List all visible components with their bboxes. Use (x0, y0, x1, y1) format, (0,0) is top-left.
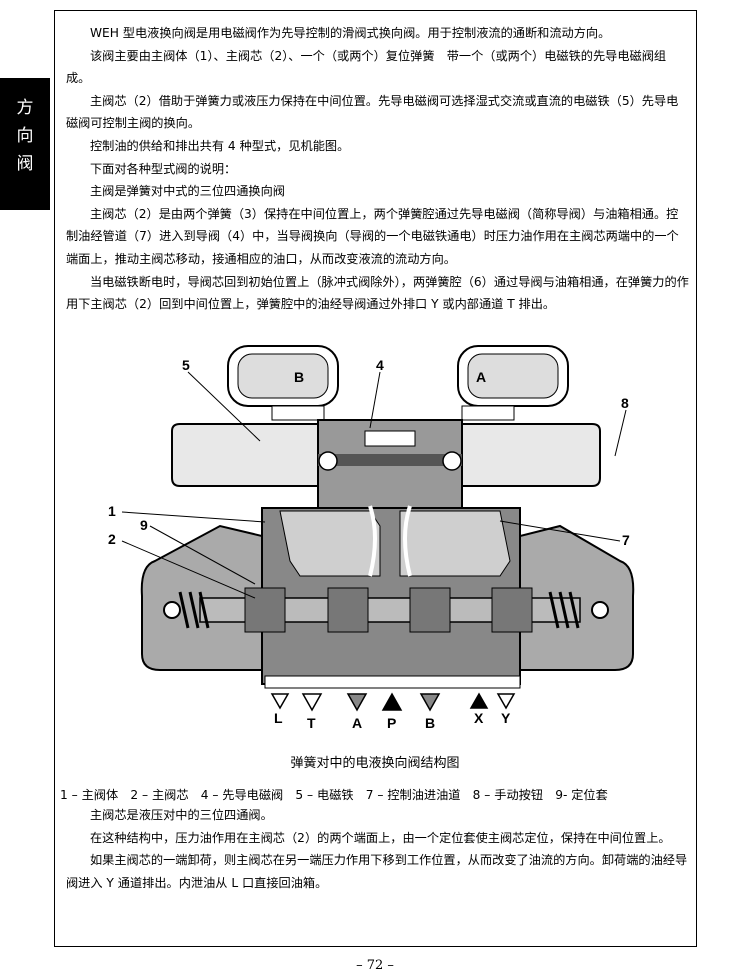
pilot-solenoid-left (227, 345, 339, 421)
section-tab: 方 向 阀 (0, 78, 50, 210)
pilot-solenoid-right (457, 345, 569, 421)
paragraph: 主阀芯（2）借助于弹簧力或液压力保持在中间位置。先导电磁阀可选择湿式交流或直流的… (66, 93, 679, 131)
paragraph: WEH 型电液换向阀是用电磁阀作为先导控制的滑阀式换向阀。用于控制液流的通断和流… (90, 26, 611, 40)
paragraph: 主阀是弹簧对中式的三位四通换向阀 (90, 184, 285, 199)
port-label: A (352, 715, 362, 731)
paragraph: 下面对各种型式阀的说明： (90, 161, 237, 176)
port-label: T (307, 715, 316, 731)
paragraph: 在这种结构中，压力油作用在主阀芯（2）的两个端面上，由一个定位套使主阀芯定位，保… (90, 830, 671, 845)
port-label: L (274, 710, 283, 726)
section-tab-char: 向 (16, 126, 34, 146)
port-label: P (387, 715, 396, 731)
paragraph: 当电磁铁断电时，导阀芯回到初始位置上（脉冲式阀除外），两弹簧腔（6）通过导阀与油… (66, 274, 689, 312)
port-markers (270, 692, 516, 712)
callout-leaders (121, 371, 627, 599)
figure-caption: 弹簧对中的电液换向阀结构图 (290, 756, 460, 771)
section-tab-char: 方 (16, 98, 34, 118)
coil-label: A (476, 369, 486, 385)
pilot-valve-body (171, 419, 601, 511)
main-spool (163, 587, 609, 633)
callout-label: 1 (108, 503, 116, 519)
port-label: X (474, 710, 484, 726)
coil-label: B (294, 369, 304, 385)
callout-label: 2 (108, 531, 116, 547)
port-plate (264, 675, 521, 689)
closing-text: 主阀芯是液压对中的三位四通阀。 在这种结构中，压力油作用在主阀芯（2）的两个端面… (66, 804, 690, 894)
paragraph: 该阀主要由主阀体（1）、主阀芯（2）、一个（或两个）复位弹簧 带一个（或两个）电… (66, 48, 667, 86)
paragraph: 如果主阀芯的一端卸荷，则主阀芯在另一端压力作用下移到工作位置，从而改变了油流的方… (66, 853, 688, 890)
valve-structure-diagram: 5 4 8 1 9 2 7 B A L T A P B X Y (108, 345, 635, 731)
callout-label: 8 (621, 395, 629, 411)
paragraph: 控制油的供给和排出共有 4 种型式，见机能图。 (90, 138, 350, 153)
figure-legend: 1 – 主阀体 2 – 主阀芯 4 – 先导电磁阀 5 – 电磁铁 7 – 控制… (60, 788, 608, 802)
callout-label: 4 (376, 357, 384, 373)
port-label: B (425, 715, 435, 731)
paragraph: 主阀芯是液压对中的三位四通阀。 (90, 808, 273, 822)
callout-label: 7 (622, 532, 630, 548)
paragraph: 主阀芯（2）是由两个弹簧（3）保持在中间位置上，两个弹簧腔通过先导电磁阀（简称导… (66, 206, 679, 266)
page-frame (54, 10, 697, 947)
section-tab-char: 阀 (16, 154, 34, 174)
intro-text: WEH 型电液换向阀是用电磁阀作为先导控制的滑阀式换向阀。用于控制液流的通断和流… (66, 22, 690, 316)
page-number: – 72 – (356, 958, 394, 973)
callout-label: 9 (140, 517, 148, 533)
port-label: Y (501, 710, 511, 726)
callout-label: 5 (182, 357, 190, 373)
